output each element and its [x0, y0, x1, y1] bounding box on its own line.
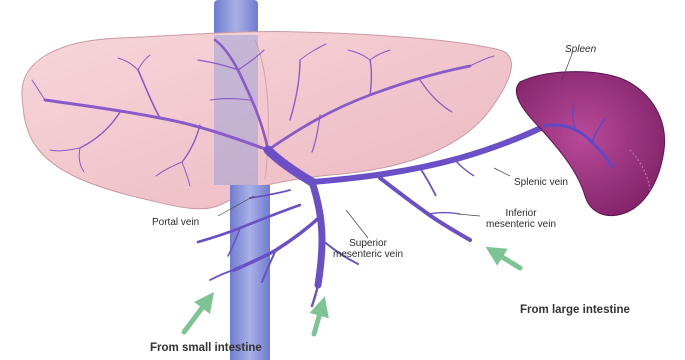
- imv-branch: [428, 213, 460, 215]
- liver-shape: [22, 32, 512, 209]
- from-small-intestine-label: From small intestine: [150, 342, 262, 355]
- superior-mesenteric-vein: [312, 182, 322, 285]
- inferior-mesenteric-vein: [380, 178, 470, 240]
- superior-mesenteric-vein-line2: mesenteric vein: [333, 249, 403, 260]
- superior-mesenteric-vein-line1: Superior: [333, 238, 403, 249]
- splenic-branch: [455, 160, 474, 176]
- inferior-vena-cava-through-liver: [214, 35, 258, 185]
- inferior-vena-cava-lower: [230, 185, 270, 360]
- inferior-mesenteric-vein-label: Inferior mesenteric vein: [486, 208, 556, 230]
- spleen-shape: [516, 72, 664, 216]
- superior-mesenteric-vein-label: Superior mesenteric vein: [333, 238, 403, 260]
- splenic-vein-label: Splenic vein: [514, 177, 568, 188]
- inferior-mesenteric-vein-line1: Inferior: [486, 208, 556, 219]
- splenic-branch: [420, 168, 436, 196]
- inferior-mesenteric-vein-line2: mesenteric vein: [486, 219, 556, 230]
- spleen-label: Spleen: [565, 44, 596, 55]
- from-large-intestine-label: From large intestine: [520, 304, 630, 317]
- portal-vein-label: Portal vein: [152, 217, 199, 228]
